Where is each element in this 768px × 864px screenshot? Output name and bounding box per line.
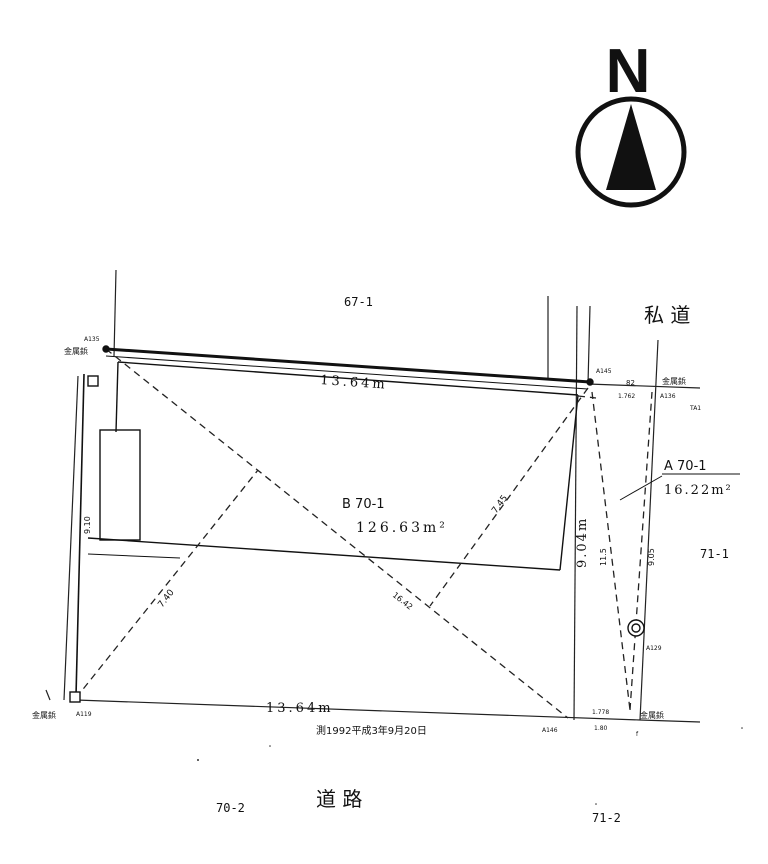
- private-road-label: 私 道: [644, 303, 690, 327]
- strip-leader: [619, 475, 663, 501]
- neighbor-north: 67-1: [344, 295, 373, 309]
- marker-nw-square: [87, 375, 99, 387]
- north-circle: [575, 96, 687, 208]
- lot-strip-area: 16.22m²: [664, 483, 733, 498]
- dim-left-side: 9.10: [83, 516, 92, 534]
- point-tac: TA1: [689, 405, 701, 412]
- marker-label-sw: 金属鋲: [32, 710, 56, 720]
- neighbor-south-east: 71-2: [592, 811, 621, 825]
- dim-strip-bottom-a: 1.778: [592, 709, 609, 716]
- north-pointer: [606, 104, 656, 190]
- diagonals: [75, 348, 653, 719]
- dim-bottom: 13.64m: [266, 701, 334, 716]
- point-se: A146: [542, 727, 558, 734]
- dim-diag-left: 7.40: [156, 588, 176, 610]
- marker-ne-dot: [586, 378, 594, 386]
- marker-sw-square: [69, 691, 81, 703]
- dim-strip-top-b: 1.762: [618, 393, 635, 400]
- point-ne2: A136: [660, 393, 676, 400]
- lot-main-label: B 70-1: [342, 497, 385, 512]
- neighbor-east: 71-1: [700, 547, 729, 561]
- markers: [69, 345, 645, 703]
- dim-strip-bottom-b: 1.80: [594, 725, 608, 732]
- dim-top: 13.64m: [320, 373, 388, 393]
- public-road-label: 道 路: [316, 787, 362, 811]
- dim-diag-right: 7.45: [490, 494, 510, 516]
- dim-strip-top-a: 82: [626, 379, 635, 387]
- scan-specks: [197, 727, 743, 805]
- marker-label-nw: 金属鋲: [64, 346, 88, 356]
- dim-strip-side: 9.05: [647, 548, 656, 566]
- marker-label-ne: 金属鋲: [662, 376, 686, 386]
- marker-nw-dot: [102, 345, 110, 353]
- north-arrow: N: [575, 37, 687, 208]
- marker-label-se: 金属鋲: [640, 710, 664, 720]
- point-ne: A145: [596, 368, 612, 375]
- point-se2: f: [636, 731, 639, 738]
- point-mid-e: A129: [646, 645, 662, 652]
- lot-main-area: 126.63m²: [356, 520, 448, 536]
- point-sw: A119: [76, 711, 92, 718]
- survey-note: 測1992平成3年9月20日: [316, 724, 427, 737]
- reference-lines: [45, 269, 701, 723]
- lot-strip-label: A 70-1: [664, 459, 707, 474]
- dim-diag-long: 16.42: [391, 590, 415, 611]
- dim-strip-diag: 11.5: [599, 548, 608, 566]
- dim-right: 9.04m: [575, 517, 590, 568]
- neighbor-south-west: 70-2: [216, 801, 245, 815]
- lot-boundary: [75, 347, 591, 697]
- point-nw: A135: [84, 336, 100, 343]
- north-letter: N: [606, 37, 651, 106]
